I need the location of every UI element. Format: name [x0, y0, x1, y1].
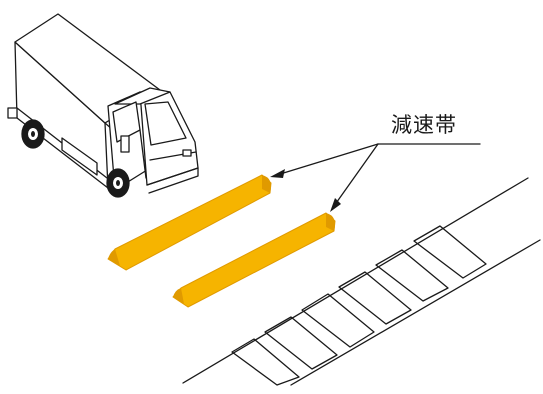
arrow-head-icon	[270, 169, 285, 178]
crosswalk-stripe	[413, 225, 487, 279]
truck-mirror	[120, 135, 130, 153]
crosswalk	[231, 225, 487, 386]
callout-leader	[276, 143, 481, 207]
speed-bump-2	[172, 212, 336, 308]
truck-rear-wheel	[21, 119, 45, 149]
crosswalk-stripe	[264, 316, 338, 370]
truck-windshield	[144, 101, 187, 146]
speed-bump-1	[107, 174, 272, 271]
crosswalk-stripe	[231, 338, 300, 386]
crosswalk-stripe	[375, 249, 449, 302]
road-edge-upper	[182, 177, 529, 384]
arrow-head-icon	[330, 198, 341, 212]
truck-front-wheel	[106, 168, 130, 198]
crosswalk-stripe	[338, 271, 412, 325]
speed-bump-label: 減速帯	[391, 113, 457, 137]
crosswalk-stripe	[301, 293, 375, 348]
truck-icon	[7, 13, 199, 198]
road-edge-lower	[290, 239, 541, 386]
